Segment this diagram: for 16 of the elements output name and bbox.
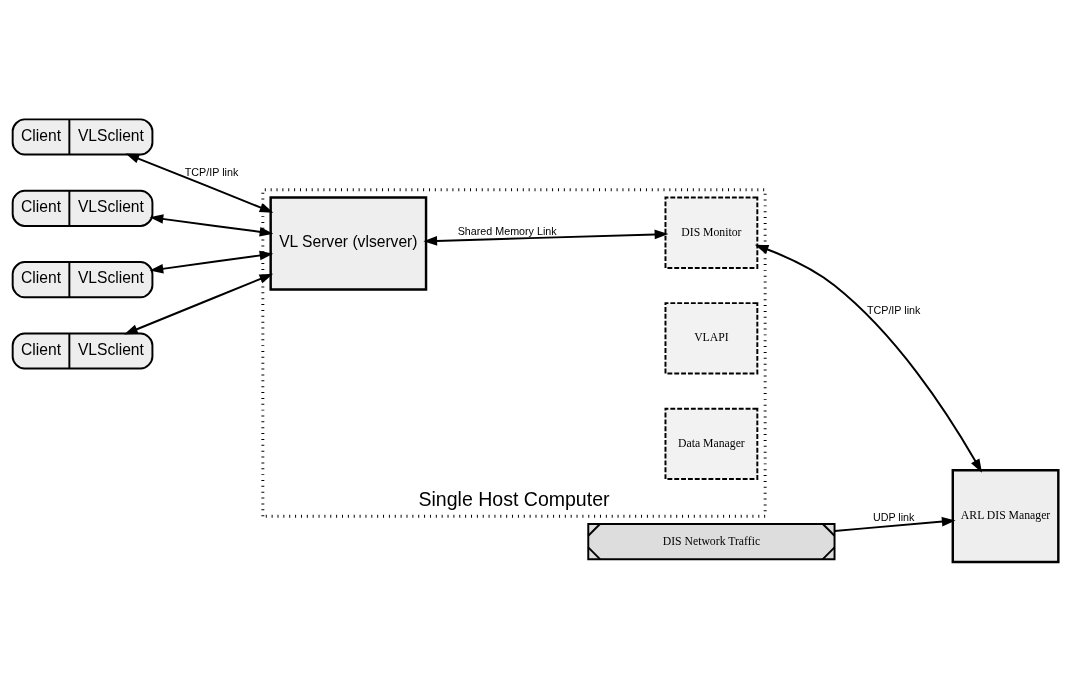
arrow [754,244,982,473]
node-box: Data Manager [664,407,759,480]
edge-label: TCP/IP link [866,303,921,316]
edge-label: UDP link [872,510,915,523]
node-box: VL Server (vlserver) [269,196,428,291]
arrow [833,516,956,532]
edge-label: Shared Memory Link [457,224,557,237]
arrow [124,273,274,335]
arrow [125,153,274,213]
node-box: VLAPI [664,302,759,375]
arrow [423,229,669,246]
arrow [149,214,274,237]
node-box: DIS Monitor [664,196,759,269]
node-box: ARL DIS Manager [951,469,1060,564]
arrow [149,250,274,274]
edge-label: TCP/IP link [184,165,239,178]
